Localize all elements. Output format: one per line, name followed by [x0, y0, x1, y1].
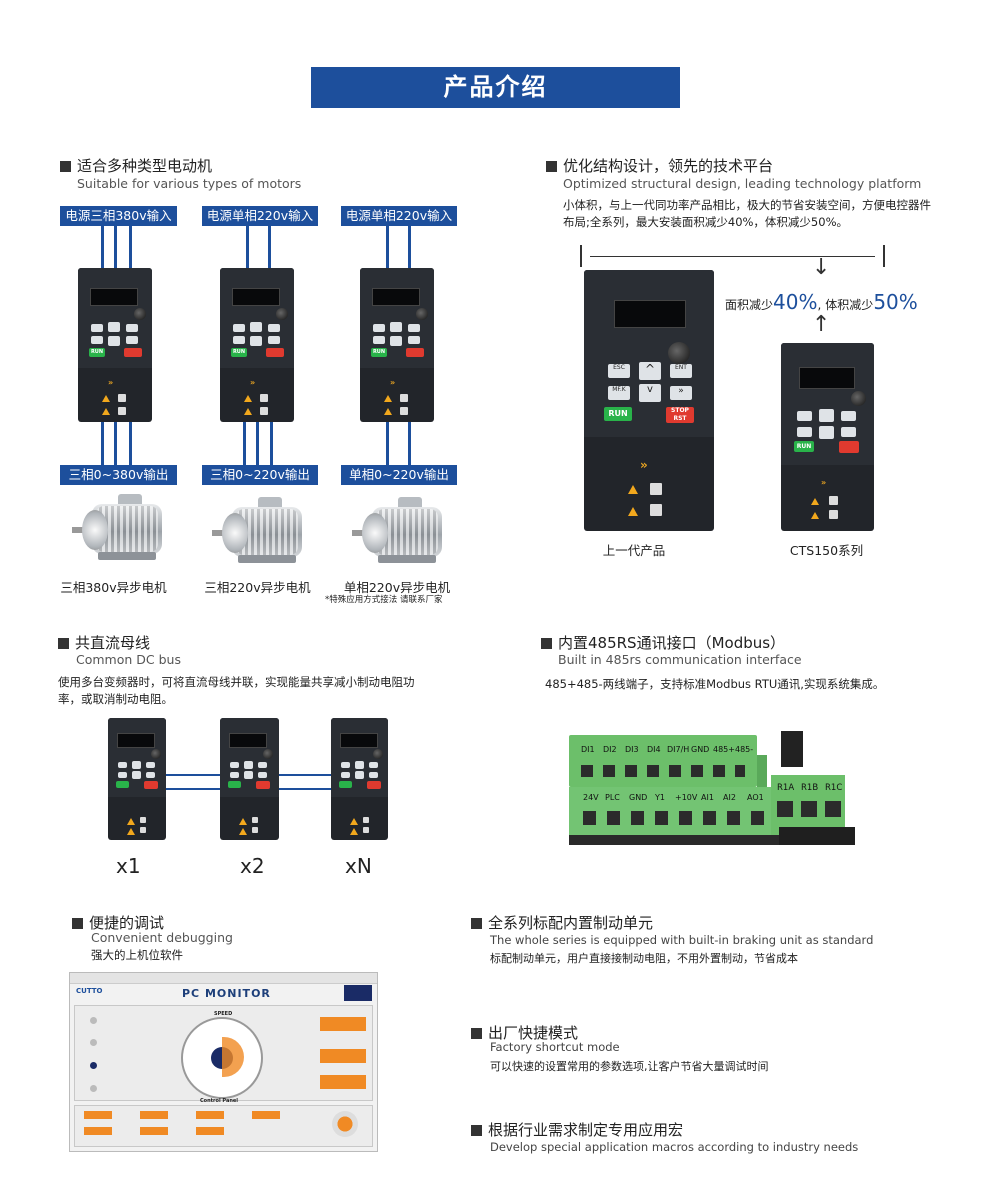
motor-caption-3: 单相220v异步电机	[343, 580, 451, 595]
bullet-square-icon	[546, 161, 557, 172]
bullet-square-icon	[471, 918, 482, 929]
speed-knob-icon	[332, 1111, 358, 1137]
terminal-label: AO1	[747, 793, 764, 802]
pc-monitor-screenshot: CUTTO PC MONITOR SPEED Control Panel	[69, 972, 378, 1152]
dcbus-title-cn: 共直流母线	[75, 634, 151, 652]
bullet-square-icon	[60, 161, 71, 172]
terminal-label: AI1	[701, 793, 714, 802]
terminal-label: DI2	[603, 745, 617, 754]
modbus-title-cn: 内置485RS通讯接口（Modbus）	[558, 634, 786, 652]
feature-2-title-en: Factory shortcut mode	[490, 1040, 620, 1054]
terminal-label: 485-	[735, 745, 754, 754]
dcbus-heading: 共直流母线	[58, 632, 150, 653]
modbus-heading: 内置485RS通讯接口（Modbus）	[541, 632, 785, 653]
dcbus-label-x1: x1	[116, 854, 141, 878]
feature-3-title-en: Develop special application macros accor…	[490, 1140, 859, 1154]
bullet-square-icon	[471, 1028, 482, 1039]
feature-1-title-cn: 全系列标配内置制动单元	[488, 914, 654, 932]
output-label-1: 三相0~380v输出	[60, 465, 177, 485]
speed-gauge	[181, 1017, 263, 1099]
input-label-1: 电源三相380v输入	[60, 206, 177, 226]
dcbus-drive-1	[108, 718, 166, 840]
relay-terminal-label: R1B	[801, 783, 819, 793]
feature-2-heading: 出厂快捷模式	[471, 1022, 578, 1043]
structure-title-cn: 优化结构设计，领先的技术平台	[563, 157, 774, 175]
motor-image-3	[352, 497, 452, 569]
terminal-label: 24V	[583, 793, 599, 802]
drive-unit-1: RUN »	[78, 268, 152, 422]
structure-title-en: Optimized structural design, leading tec…	[563, 176, 922, 191]
debug-title-cn: 便捷的调试	[89, 914, 165, 932]
bullet-square-icon	[471, 1125, 482, 1136]
debug-title-en: Convenient debugging	[91, 930, 233, 945]
dcbus-title-en: Common DC bus	[76, 652, 181, 667]
feature-1-description: 标配制动单元，用户直接接制动电阻，不用外置制动，节省成本	[490, 952, 798, 965]
structure-description: 小体积，与上一代同功率产品相比，极大的节省安装空间，方便电控器件布局;全系列，最…	[563, 198, 931, 229]
area-reduction-value: 40%	[773, 290, 818, 314]
modbus-description: 485+485-两线端子，支持标准Modbus RTU通讯,实现系统集成。	[545, 677, 885, 691]
feature-2-title-cn: 出厂快捷模式	[488, 1024, 579, 1042]
input-label-2: 电源单相220v输入	[202, 206, 318, 226]
modbus-title-en: Built in 485rs communication interface	[558, 652, 802, 667]
page-title-banner: 产品介绍	[311, 67, 680, 108]
terminal-label: 485+	[713, 745, 735, 754]
cts150-drive: RUN »	[781, 343, 874, 531]
cts150-label: CTS150系列	[789, 543, 864, 558]
terminal-label: DI7/H	[667, 745, 690, 754]
debug-heading: 便捷的调试	[72, 912, 164, 933]
arrow-up-icon: ↑	[812, 312, 831, 337]
motor-note: *特殊应用方式接法 请联系厂家	[325, 595, 443, 605]
terminal-label: DI3	[625, 745, 639, 754]
structure-heading: 优化结构设计，领先的技术平台	[546, 155, 773, 176]
motor-image-2	[212, 497, 312, 569]
feature-2-description: 可以快速的设置常用的参数选项,让客户节省大量调试时间	[490, 1060, 769, 1073]
relay-terminal-label: R1C	[825, 783, 843, 793]
terminal-label: PLC	[605, 793, 620, 802]
previous-generation-drive: ESC ^ ENT MF.K v » RUN STOP RST »	[584, 270, 714, 531]
pc-monitor-title: PC MONITOR	[182, 987, 271, 1000]
motors-title-en: Suitable for various types of motors	[77, 176, 302, 191]
terminal-label: +10V	[675, 793, 698, 802]
drive-unit-3: RUN »	[360, 268, 434, 422]
reduction-stats: 面积减少40%,体积减少50%	[725, 290, 918, 314]
terminal-label: AI2	[723, 793, 736, 802]
dcbus-drive-2	[220, 718, 279, 840]
terminal-label: Y1	[655, 793, 665, 802]
debug-description: 强大的上机位软件	[91, 948, 183, 962]
terminal-label: GND	[691, 745, 710, 754]
terminal-block-image: DI1 DI2 DI3 DI4 DI7/H GND 485+ 485- 24V …	[569, 731, 855, 849]
feature-1-heading: 全系列标配内置制动单元	[471, 912, 653, 933]
motors-heading: 适合多种类型电动机	[60, 155, 212, 176]
arrow-down-icon: ↓	[812, 255, 831, 280]
bullet-square-icon	[58, 638, 69, 649]
dcbus-label-xn: xN	[345, 854, 372, 878]
terminal-label: DI1	[581, 745, 595, 754]
output-label-2: 三相0~220v输出	[202, 465, 318, 485]
bullet-square-icon	[541, 638, 552, 649]
input-label-3: 电源单相220v输入	[341, 206, 457, 226]
relay-terminal-label: R1A	[777, 783, 795, 793]
terminal-label: DI4	[647, 745, 661, 754]
motors-title-cn: 适合多种类型电动机	[77, 157, 213, 175]
feature-1-title-en: The whole series is equipped with built-…	[490, 933, 874, 947]
output-label-3: 单相0~220v输出	[341, 465, 457, 485]
terminal-label: GND	[629, 793, 648, 802]
dcbus-label-x2: x2	[240, 854, 265, 878]
drive-unit-2: RUN »	[220, 268, 294, 422]
cutto-logo: CUTTO	[76, 987, 103, 995]
feature-3-title-cn: 根据行业需求制定专用应用宏	[488, 1121, 684, 1139]
feature-3-heading: 根据行业需求制定专用应用宏	[471, 1119, 683, 1140]
motor-caption-1: 三相380v异步电机	[60, 580, 167, 595]
motor-caption-2: 三相220v异步电机	[204, 580, 311, 595]
bullet-square-icon	[72, 918, 83, 929]
motor-image-1	[72, 494, 172, 566]
dcbus-description: 使用多台变频器时，可将直流母线并联，实现能量共享减小制动电阻功率，或取消制动电阻…	[58, 675, 415, 706]
volume-reduction-value: 50%	[873, 290, 918, 314]
previous-generation-label: 上一代产品	[602, 543, 666, 558]
dcbus-drive-n	[331, 718, 388, 840]
